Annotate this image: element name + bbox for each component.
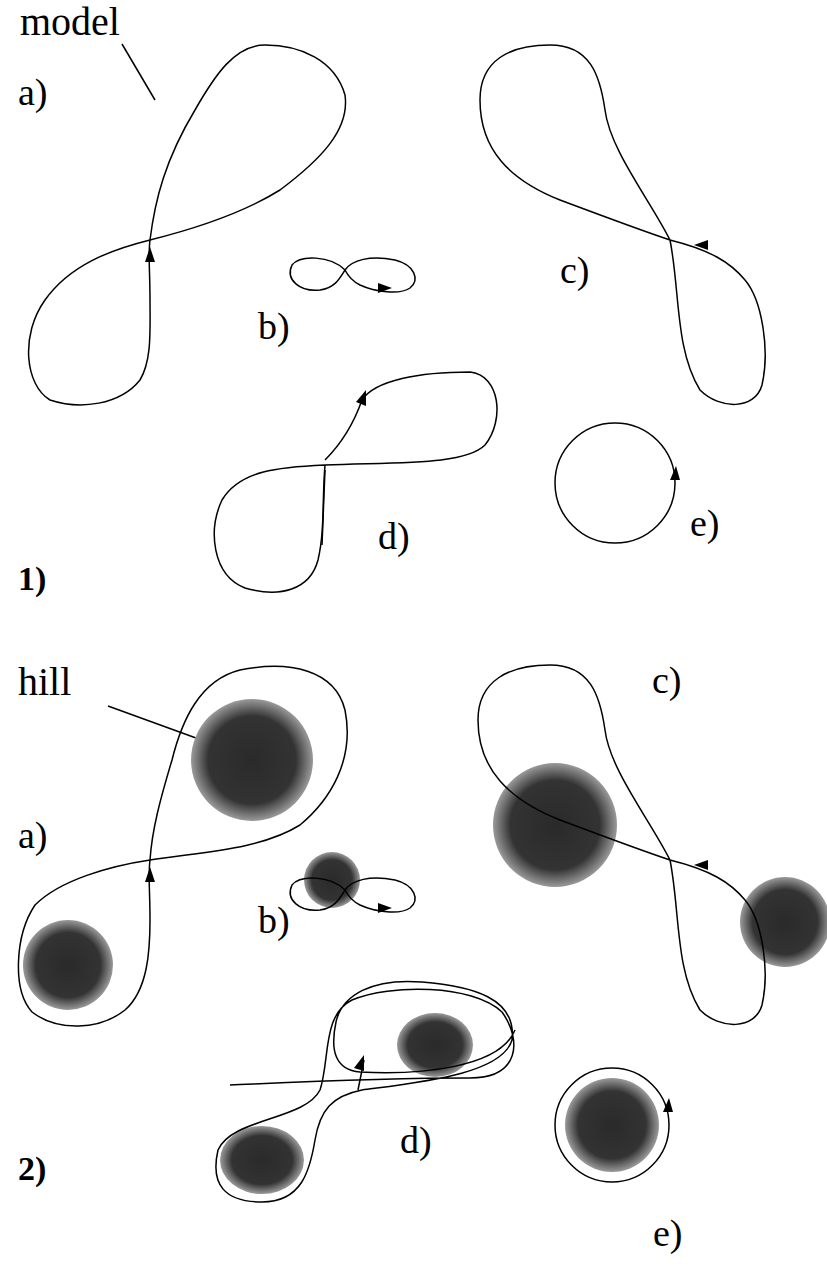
panel-letter: d)	[400, 1120, 432, 1162]
panel-letter: c)	[560, 250, 590, 292]
figure-number: 1)	[18, 560, 46, 597]
trajectory-path	[322, 470, 325, 545]
figure-number: 2)	[18, 1150, 46, 1187]
panel-letter: e)	[690, 503, 720, 545]
trajectory-path	[358, 1060, 364, 1090]
panel-letter: b)	[258, 900, 290, 942]
hill-blobs	[23, 699, 827, 1194]
arrowheads	[145, 240, 708, 1112]
panel-letter: c)	[652, 660, 682, 702]
panel-letter: a)	[18, 72, 48, 114]
trajectory-path	[480, 45, 765, 404]
trajectory-path	[555, 1068, 669, 1182]
trajectory-path	[216, 981, 515, 1202]
part-label: hill	[18, 660, 71, 704]
part-label: model	[20, 0, 120, 44]
trajectory-path	[290, 878, 415, 912]
trajectory-path	[478, 665, 765, 1024]
panel-letter: b)	[258, 306, 290, 348]
panel-letter: d)	[378, 516, 410, 558]
trajectory-path	[18, 666, 347, 1026]
trajectory-path	[290, 258, 415, 292]
trajectory-path	[555, 423, 675, 543]
panel-letter: a)	[18, 815, 48, 857]
panel-letter: e)	[653, 1213, 683, 1255]
trajectory-path	[214, 372, 497, 592]
trajectory-path	[29, 45, 346, 405]
leader-line	[122, 44, 155, 100]
